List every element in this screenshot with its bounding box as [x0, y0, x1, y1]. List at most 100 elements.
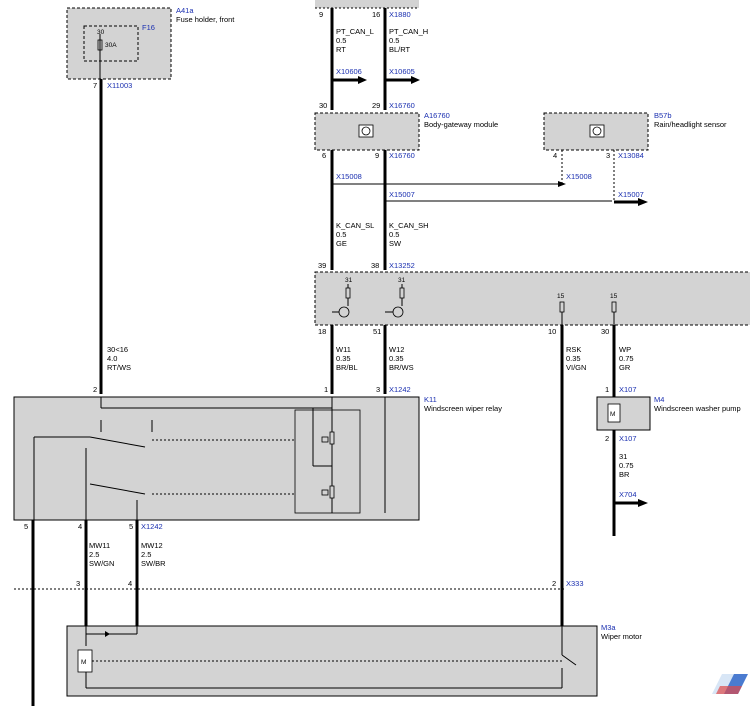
w11-size: 0.35	[336, 354, 351, 363]
bus-sup-a: 31	[345, 277, 353, 284]
bus-pin-30: 30	[601, 327, 609, 336]
sensor-icon	[592, 126, 602, 136]
module-icon	[361, 126, 371, 136]
relay-contact-icon	[89, 436, 146, 448]
pt-can-h-name: PT_CAN_H	[389, 27, 428, 36]
k-can-sh-color: SW	[389, 239, 402, 248]
relay-pin-1: 1	[324, 385, 328, 394]
transistor-icon	[332, 284, 351, 318]
mw12-color: SW/BR	[141, 559, 166, 568]
x15008-left: X15008	[336, 172, 362, 181]
fuse-out-pin: 7	[93, 81, 97, 90]
k-can-sh-name: K_CAN_SH	[389, 221, 429, 230]
pt-can-l-color: RT	[336, 45, 346, 54]
sensor-connector: X13084	[618, 151, 644, 160]
ground-target[interactable]: X704	[619, 490, 637, 499]
relay-pin-out3: 5	[129, 522, 133, 531]
top-pin-right: 16	[372, 10, 380, 19]
pump-name: Windscreen washer pump	[654, 404, 741, 413]
fuse-id: F16	[142, 23, 155, 32]
rsk-name: RSK	[566, 345, 581, 354]
wiper-motor[interactable]: M	[66, 625, 598, 697]
arrow-icon	[411, 76, 420, 84]
fuse-out-connector: X11003	[107, 81, 132, 90]
gw-pin-30: 30	[319, 101, 327, 110]
w11-name: W11	[336, 345, 351, 354]
w12-name: W12	[389, 345, 404, 354]
motor-pin-2: 2	[552, 579, 556, 588]
switch-icon	[559, 301, 565, 325]
x15007-left: X15007	[389, 190, 415, 199]
k-can-sh-size: 0.5	[389, 230, 399, 239]
svg-text:M: M	[610, 411, 615, 418]
mw12-name: MW12	[141, 541, 163, 550]
coil-icon	[321, 489, 329, 496]
ground-color: BR	[619, 470, 630, 479]
sensor-name: Rain/headlight sensor	[654, 120, 727, 129]
bus-sup-b: 31	[398, 277, 406, 284]
gw-pin-9: 9	[375, 151, 379, 160]
bus-connector: X13252	[389, 261, 415, 270]
fuse-icon	[97, 39, 103, 51]
bus-pin-38: 38	[371, 261, 379, 270]
pump-motor-icon	[607, 403, 621, 423]
target-x10606[interactable]: X10606	[336, 67, 362, 76]
fuse-rating: 30A	[105, 42, 117, 49]
bus-pin-51: 51	[373, 327, 381, 336]
wire-feed-size: 4.0	[107, 354, 117, 363]
bus-pin-18: 18	[318, 327, 326, 336]
gateway-id: A16760	[424, 111, 450, 120]
mw12-size: 2.5	[141, 550, 151, 559]
top-pin-left: 9	[319, 10, 323, 19]
rain-headlight-sensor[interactable]	[543, 112, 649, 151]
fuse-holder-id: A41a	[176, 6, 194, 15]
pt-can-l-size: 0.5	[336, 36, 346, 45]
gw-connector-bottom: X16760	[389, 151, 415, 160]
motor-name: Wiper motor	[601, 632, 642, 641]
rsk-color: VI/GN	[566, 363, 586, 372]
sensor-id: B57b	[654, 111, 672, 120]
pump-id: M4	[654, 395, 664, 404]
fuse-holder-a41a[interactable]: A41a Fuse holder, front F16 30 30A	[66, 6, 235, 80]
svg-text:M: M	[81, 659, 86, 666]
w11-color: BR/BL	[336, 363, 358, 372]
gw-connector-top: X16760	[389, 101, 415, 110]
bus-sup-d: 15	[610, 293, 618, 300]
motor-pin-3: 3	[76, 579, 80, 588]
ground-name: 31	[619, 452, 627, 461]
pt-can-h-size: 0.5	[389, 36, 399, 45]
wire-feed-name: 30<16	[107, 345, 128, 354]
wp-size: 0.75	[619, 354, 634, 363]
target-x10605[interactable]: X10605	[389, 67, 415, 76]
windscreen-washer-pump[interactable]: M	[596, 396, 651, 431]
pt-can-h-color: BL/RT	[389, 45, 411, 54]
motor-pin-4: 4	[128, 579, 132, 588]
coil-icon	[321, 436, 329, 443]
arrow-icon	[358, 76, 367, 84]
gateway-name: Body-gateway module	[424, 120, 498, 129]
transistor-icon	[385, 284, 405, 318]
relay-id: K11	[424, 395, 437, 404]
park-switch-icon	[561, 654, 577, 666]
logo-icon	[712, 674, 748, 694]
motor-id: M3a	[601, 623, 616, 632]
arrow-icon	[638, 499, 648, 507]
bus-module[interactable]	[314, 271, 750, 326]
pump-pin-1: 1	[605, 385, 609, 394]
ground-size: 0.75	[619, 461, 634, 470]
mw11-name: MW11	[89, 541, 110, 550]
top-connector: X1880	[389, 10, 411, 19]
pump-connector-bottom: X107	[619, 434, 637, 443]
windscreen-wiper-relay[interactable]	[13, 396, 420, 521]
gw-pin-29: 29	[372, 101, 380, 110]
motor-connector: X333	[566, 579, 584, 588]
k-can-sl-color: GE	[336, 239, 347, 248]
wp-color: GR	[619, 363, 631, 372]
wire-feed-color: RT/WS	[107, 363, 131, 372]
w12-size: 0.35	[389, 354, 404, 363]
sensor-pin-4: 4	[553, 151, 557, 160]
relay-pin-out2: 4	[78, 522, 82, 531]
mw11-size: 2.5	[89, 550, 99, 559]
body-gateway-module[interactable]	[314, 112, 420, 151]
